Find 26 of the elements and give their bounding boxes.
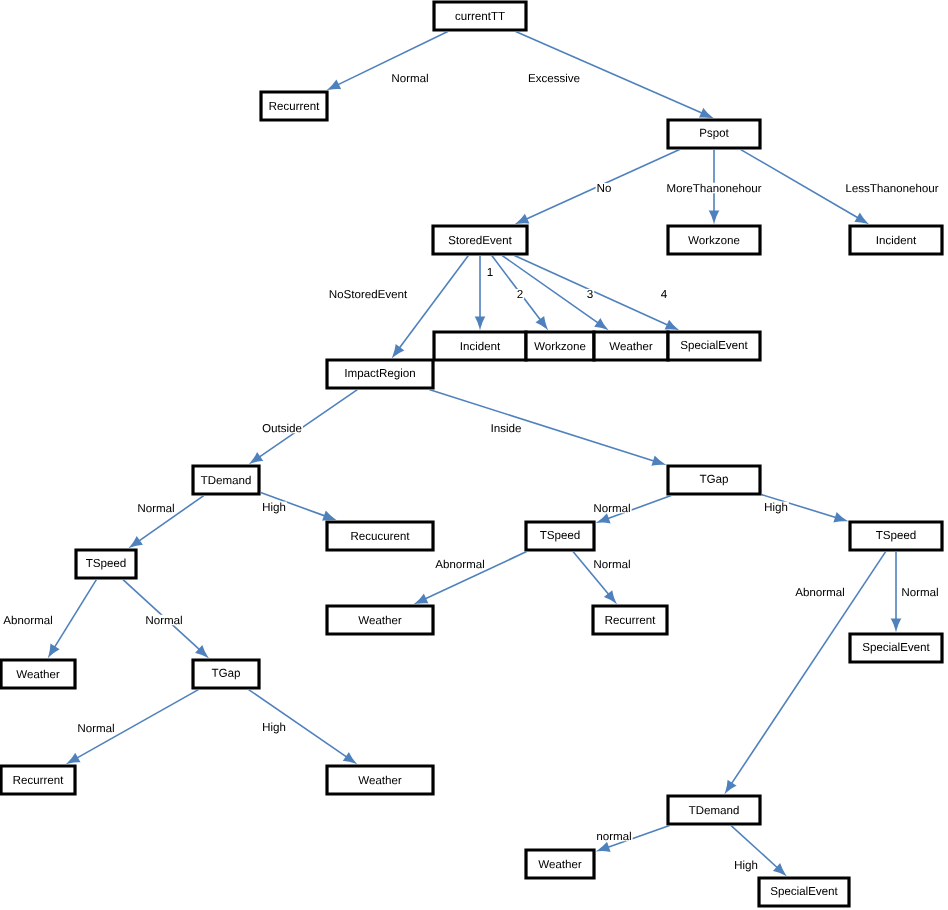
arrow	[122, 578, 208, 658]
arrow	[516, 148, 681, 224]
arrow	[597, 824, 671, 852]
arrow	[891, 550, 901, 631]
arrow	[48, 578, 98, 657]
arrow	[513, 254, 678, 330]
arrow	[490, 254, 548, 329]
arrow	[725, 550, 887, 793]
arrow	[328, 30, 449, 90]
arrow	[250, 388, 359, 464]
arrow	[740, 148, 868, 224]
arrow	[501, 254, 607, 330]
arrow	[597, 494, 672, 524]
arrow	[572, 550, 616, 603]
arrow	[259, 491, 335, 521]
arrow	[514, 30, 712, 118]
arrow	[130, 494, 205, 548]
arrow	[428, 388, 665, 466]
arrow	[67, 688, 200, 764]
arrow	[709, 148, 719, 223]
arrow	[415, 550, 528, 604]
arrow	[730, 824, 786, 876]
arrow	[247, 688, 356, 764]
arrow	[475, 254, 485, 329]
arrow	[392, 254, 470, 357]
arrow	[760, 493, 847, 523]
